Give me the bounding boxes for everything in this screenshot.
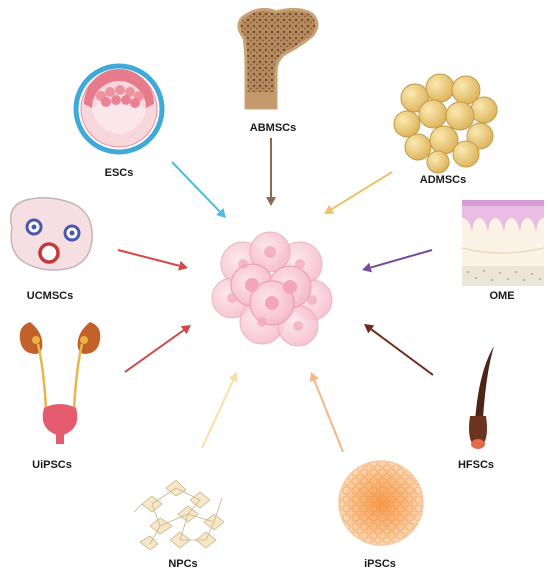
ome-arrow <box>370 249 433 269</box>
hfsc-arrow <box>370 328 434 376</box>
ome-mucosa-icon <box>461 200 545 286</box>
admsc-arrow <box>331 171 393 211</box>
uipsc-urinary-tract-icon <box>19 322 101 444</box>
ucmsc-label: UCMSCs <box>27 290 73 302</box>
esc-arrowhead <box>216 208 226 218</box>
ipsc-colony-icon <box>338 460 424 546</box>
uipsc-arrow <box>124 329 185 373</box>
hfsc-label: HFSCs <box>458 459 494 471</box>
ipsc-arrowhead <box>309 372 319 383</box>
hfsc-hair-follicle-icon <box>469 346 494 449</box>
esc-arrow <box>171 161 221 213</box>
hfsc-arrowhead <box>364 324 375 334</box>
ome-label: OME <box>489 290 514 302</box>
ucmsc-arrow <box>117 249 180 267</box>
arrow-layer <box>117 138 434 453</box>
esc-label: ESCs <box>105 167 134 179</box>
npc-arrow <box>201 379 235 449</box>
npc-arrowhead <box>228 372 238 383</box>
abmsc-bone-icon <box>237 7 319 110</box>
center-cell-cluster <box>211 231 333 347</box>
uipsc-label: UiPSCs <box>32 459 72 471</box>
esc-blastocyst-icon <box>73 63 165 155</box>
ome-arrowhead <box>362 262 373 273</box>
abmsc-arrowhead <box>266 197 276 206</box>
abmsc-label: ABMSCs <box>250 122 296 134</box>
ipsc-label: iPSCs <box>364 558 396 570</box>
ucmsc-cord-icon <box>9 197 93 271</box>
ipsc-arrow <box>313 379 344 453</box>
admsc-arrowhead <box>324 205 335 214</box>
ucmsc-arrowhead <box>178 260 188 271</box>
uipsc-arrowhead <box>180 325 191 335</box>
npc-cell-network-icon <box>133 479 225 551</box>
admsc-adipocyte-icon <box>393 73 498 174</box>
npc-label: NPCs <box>168 558 197 570</box>
admsc-label: ADMSCs <box>420 174 466 186</box>
